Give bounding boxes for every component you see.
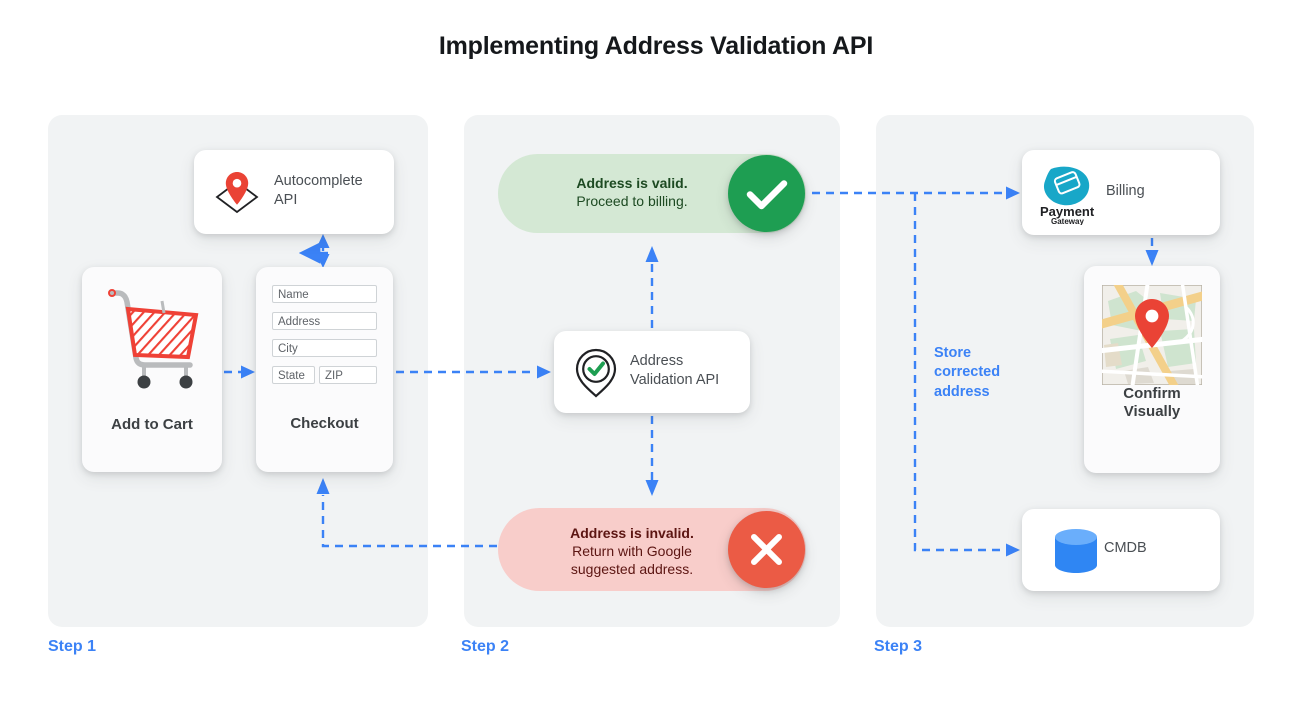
address-validation-api-card[interactable]: Address Validation API bbox=[554, 331, 750, 413]
state-field[interactable]: State bbox=[272, 366, 315, 384]
autocomplete-api-card[interactable]: Autocomplete API bbox=[194, 150, 394, 234]
confirm-visually-card[interactable]: Confirm Visually bbox=[1084, 266, 1220, 473]
address-invalid-detail-line1: Return with Google bbox=[572, 543, 692, 560]
address-valid-pill: Address is valid. Proceed to billing. bbox=[498, 154, 806, 233]
address-invalid-headline: Address is invalid. bbox=[570, 525, 694, 541]
map-pin-diamond-icon bbox=[208, 168, 266, 223]
payment-gateway-logo: Payment Gateway bbox=[1039, 163, 1097, 230]
checkout-card[interactable]: Name Address City State ZIP Checkout bbox=[256, 267, 393, 472]
step-2-label: Step 2 bbox=[461, 638, 510, 655]
connector-cart-checkout bbox=[224, 365, 255, 379]
connector-invalid-checkout bbox=[316, 478, 497, 548]
close-icon bbox=[728, 511, 805, 588]
city-field[interactable]: City bbox=[272, 339, 377, 357]
connector-autocomplete-checkout bbox=[298, 234, 330, 268]
step-3-label: Step 3 bbox=[874, 638, 923, 655]
connector-validation-valid bbox=[645, 246, 659, 328]
map-thumbnail-icon bbox=[1096, 279, 1208, 391]
address-field[interactable]: Address bbox=[272, 312, 377, 330]
payment-logo-line1: Payment bbox=[1040, 204, 1095, 219]
page-title: Implementing Address Validation API bbox=[438, 32, 874, 60]
store-label-line3: address bbox=[934, 383, 990, 400]
cmdb-card[interactable]: CMDB bbox=[1022, 509, 1220, 591]
store-corrected-address-label: Store corrected address bbox=[934, 344, 1030, 402]
connector-billing-confirm bbox=[1145, 238, 1159, 266]
address-validation-api-label: Address Validation API bbox=[630, 353, 720, 389]
store-label-line2: corrected bbox=[934, 364, 1001, 381]
connector-store-corrected-address bbox=[913, 193, 1020, 557]
address-invalid-pill: Address is invalid. Return with Google s… bbox=[498, 508, 806, 591]
autocomplete-api-label: Autocomplete API bbox=[274, 173, 363, 209]
store-label-line1: Store bbox=[934, 345, 972, 361]
address-valid-headline: Address is valid. bbox=[576, 175, 688, 191]
billing-card[interactable]: Payment Gateway Billing bbox=[1022, 150, 1220, 235]
address-invalid-detail-line2: suggested address. bbox=[570, 561, 694, 578]
cmdb-label: CMDB bbox=[1104, 540, 1147, 556]
checkout-caption: Checkout bbox=[290, 415, 359, 432]
connector-checkout-validation bbox=[396, 365, 551, 379]
address-valid-text: Address is valid. Proceed to billing. bbox=[512, 174, 752, 210]
payment-logo-line2: Gateway bbox=[1051, 217, 1084, 225]
confirm-visually-caption: Confirm Visually bbox=[1084, 385, 1220, 422]
connector-validation-invalid bbox=[645, 416, 659, 496]
shopping-cart-icon bbox=[104, 283, 202, 398]
step-1-label: Step 1 bbox=[48, 638, 97, 655]
add-to-cart-card[interactable]: Add to Cart bbox=[82, 267, 222, 472]
confirm-caption-line1: Confirm bbox=[1123, 385, 1181, 402]
database-icon bbox=[1052, 527, 1100, 580]
confirm-caption-line2: Visually bbox=[1123, 403, 1181, 421]
billing-label: Billing bbox=[1106, 183, 1145, 199]
address-invalid-text: Address is invalid. Return with Google s… bbox=[512, 524, 752, 579]
add-to-cart-caption: Add to Cart bbox=[111, 416, 193, 433]
zip-field[interactable]: ZIP bbox=[319, 366, 377, 384]
check-icon bbox=[728, 155, 805, 232]
connector-valid-billing bbox=[812, 186, 1020, 200]
address-valid-detail: Proceed to billing. bbox=[576, 193, 688, 210]
name-field[interactable]: Name bbox=[272, 285, 377, 303]
pin-check-icon bbox=[570, 346, 622, 405]
